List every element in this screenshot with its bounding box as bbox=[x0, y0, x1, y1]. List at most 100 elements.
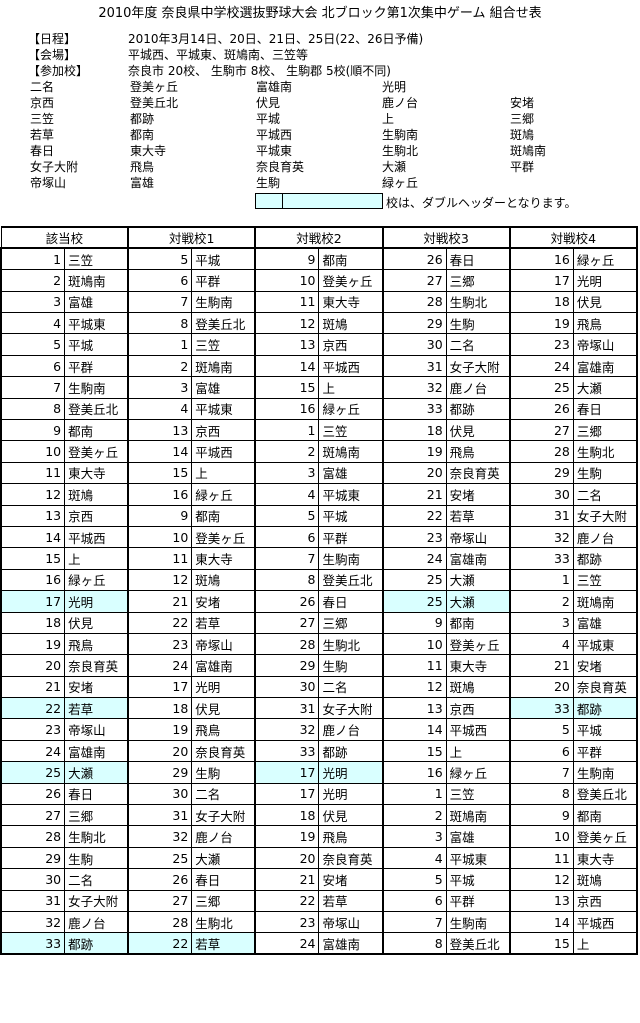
school-list-row: 春日東大寺平城東生駒北斑鳩南 bbox=[30, 143, 630, 159]
opponent-number: 27 bbox=[127, 889, 193, 913]
opponent-number: 19 bbox=[509, 312, 574, 335]
opponent-name-cell: 大瀬 bbox=[445, 568, 511, 592]
opponent-number: 15 bbox=[382, 739, 447, 763]
opponent-name-cell: 光明 bbox=[318, 761, 384, 784]
opponent-number: 4 bbox=[127, 397, 193, 421]
school-name-cell: 若草 bbox=[64, 697, 130, 720]
opponent-number: 12 bbox=[382, 675, 447, 699]
participants-value: 奈良市 20校、 生駒市 8校、 生駒郡 5校(順不同) bbox=[128, 64, 391, 78]
opponent-number: 13 bbox=[254, 333, 320, 356]
opponent-number: 13 bbox=[509, 889, 574, 913]
opponent-name-cell: 平城東 bbox=[318, 483, 384, 506]
school-name: 春日 bbox=[30, 144, 55, 158]
opponent-name-cell: 京西 bbox=[445, 697, 511, 720]
opponent-name-cell: 女子大附 bbox=[445, 354, 511, 378]
opponent-number: 6 bbox=[382, 889, 447, 913]
opponent-name-cell: 春日 bbox=[572, 397, 638, 421]
opponent-number: 33 bbox=[509, 547, 574, 570]
header-school: 該当校 bbox=[0, 225, 130, 250]
opponent-number: 15 bbox=[509, 932, 574, 956]
opponent-number: 3 bbox=[127, 376, 193, 399]
opponent-name-cell: 登美丘北 bbox=[318, 568, 384, 592]
opponent-name-cell: 大瀬 bbox=[445, 590, 511, 613]
header-opponent-1: 対戦校1 bbox=[127, 225, 257, 250]
page-title: 2010年度 奈良県中学校選抜野球大会 北ブロック第1次集中ゲーム 組合せ表 bbox=[98, 6, 542, 21]
opponent-number: 29 bbox=[382, 312, 447, 335]
opponent-name-cell: 緑ヶ丘 bbox=[191, 483, 257, 506]
school-number: 12 bbox=[0, 483, 66, 506]
opponent-number: 16 bbox=[509, 247, 574, 271]
opponent-name-cell: 二名 bbox=[191, 782, 257, 806]
opponent-name-cell: 斑鳩 bbox=[445, 675, 511, 699]
school-name: 登美ヶ丘 bbox=[130, 80, 179, 94]
opponent-name-cell: 都跡 bbox=[318, 739, 384, 763]
school-number: 17 bbox=[0, 590, 66, 613]
school-name: 斑鳩 bbox=[510, 128, 535, 142]
opponent-name-cell: 女子大附 bbox=[572, 504, 638, 527]
opponent-name-cell: 都跡 bbox=[572, 697, 638, 720]
opponent-number: 16 bbox=[382, 761, 447, 784]
opponent-number: 10 bbox=[127, 525, 193, 549]
school-list-row: 二名 登美ヶ丘 富雄南 光明 bbox=[30, 79, 630, 95]
opponent-number: 17 bbox=[127, 675, 193, 699]
opponent-name-cell: 女子大附 bbox=[191, 804, 257, 827]
opponent-number: 5 bbox=[382, 868, 447, 891]
school-name: 安堵 bbox=[510, 96, 535, 110]
opponent-name-cell: 緑ヶ丘 bbox=[318, 397, 384, 421]
school-name: 二名 bbox=[30, 80, 55, 94]
venue-line: 【会場】平城西、平城東、斑鳩南、三笠等 bbox=[28, 46, 308, 63]
opponent-name-cell: 三郷 bbox=[572, 419, 638, 442]
opponent-number: 9 bbox=[509, 804, 574, 827]
school-name: 富雄南 bbox=[256, 80, 293, 94]
opponent-name-cell: 富雄南 bbox=[572, 354, 638, 378]
opponent-number: 5 bbox=[127, 247, 193, 271]
school-number: 31 bbox=[0, 889, 66, 913]
opponent-name-cell: 光明 bbox=[191, 675, 257, 699]
opponent-name-cell: 富雄 bbox=[191, 376, 257, 399]
school-number: 20 bbox=[0, 654, 66, 677]
school-name: 光明 bbox=[382, 80, 407, 94]
school-number: 28 bbox=[0, 825, 66, 848]
opponent-name-cell: 若草 bbox=[445, 504, 511, 527]
opponent-name-cell: 春日 bbox=[191, 868, 257, 891]
opponent-name-cell: 斑鳩 bbox=[191, 568, 257, 592]
school-name-cell: 春日 bbox=[64, 782, 130, 806]
opponent-name-cell: 平城東 bbox=[445, 846, 511, 870]
opponent-number: 20 bbox=[382, 461, 447, 485]
opponent-number: 23 bbox=[254, 910, 320, 934]
opponent-number: 9 bbox=[382, 611, 447, 634]
opponent-name-cell: 鹿ノ台 bbox=[191, 825, 257, 848]
opponent-name-cell: 斑鳩 bbox=[318, 312, 384, 335]
school-name: 都跡 bbox=[130, 112, 155, 126]
opponent-name-cell: 生駒北 bbox=[191, 910, 257, 934]
opponent-name-cell: 飛鳥 bbox=[572, 312, 638, 335]
opponent-name-cell: 平城西 bbox=[191, 440, 257, 463]
opponent-number: 20 bbox=[127, 739, 193, 763]
opponent-name-cell: 鹿ノ台 bbox=[445, 376, 511, 399]
school-name: 生駒 bbox=[256, 176, 281, 190]
opponent-number: 30 bbox=[254, 675, 320, 699]
opponent-number: 32 bbox=[509, 525, 574, 549]
opponent-name-cell: 帝塚山 bbox=[572, 333, 638, 356]
opponent-number: 9 bbox=[127, 504, 193, 527]
school-name-cell: 奈良育英 bbox=[64, 654, 130, 677]
school-name-cell: 三郷 bbox=[64, 804, 130, 827]
opponent-name-cell: 三郷 bbox=[445, 269, 511, 292]
opponent-name-cell: 上 bbox=[191, 461, 257, 485]
opponent-number: 12 bbox=[127, 568, 193, 592]
school-number: 10 bbox=[0, 440, 66, 463]
opponent-number: 30 bbox=[127, 782, 193, 806]
opponent-name-cell: 平群 bbox=[445, 889, 511, 913]
school-name: 鹿ノ台 bbox=[382, 96, 419, 110]
